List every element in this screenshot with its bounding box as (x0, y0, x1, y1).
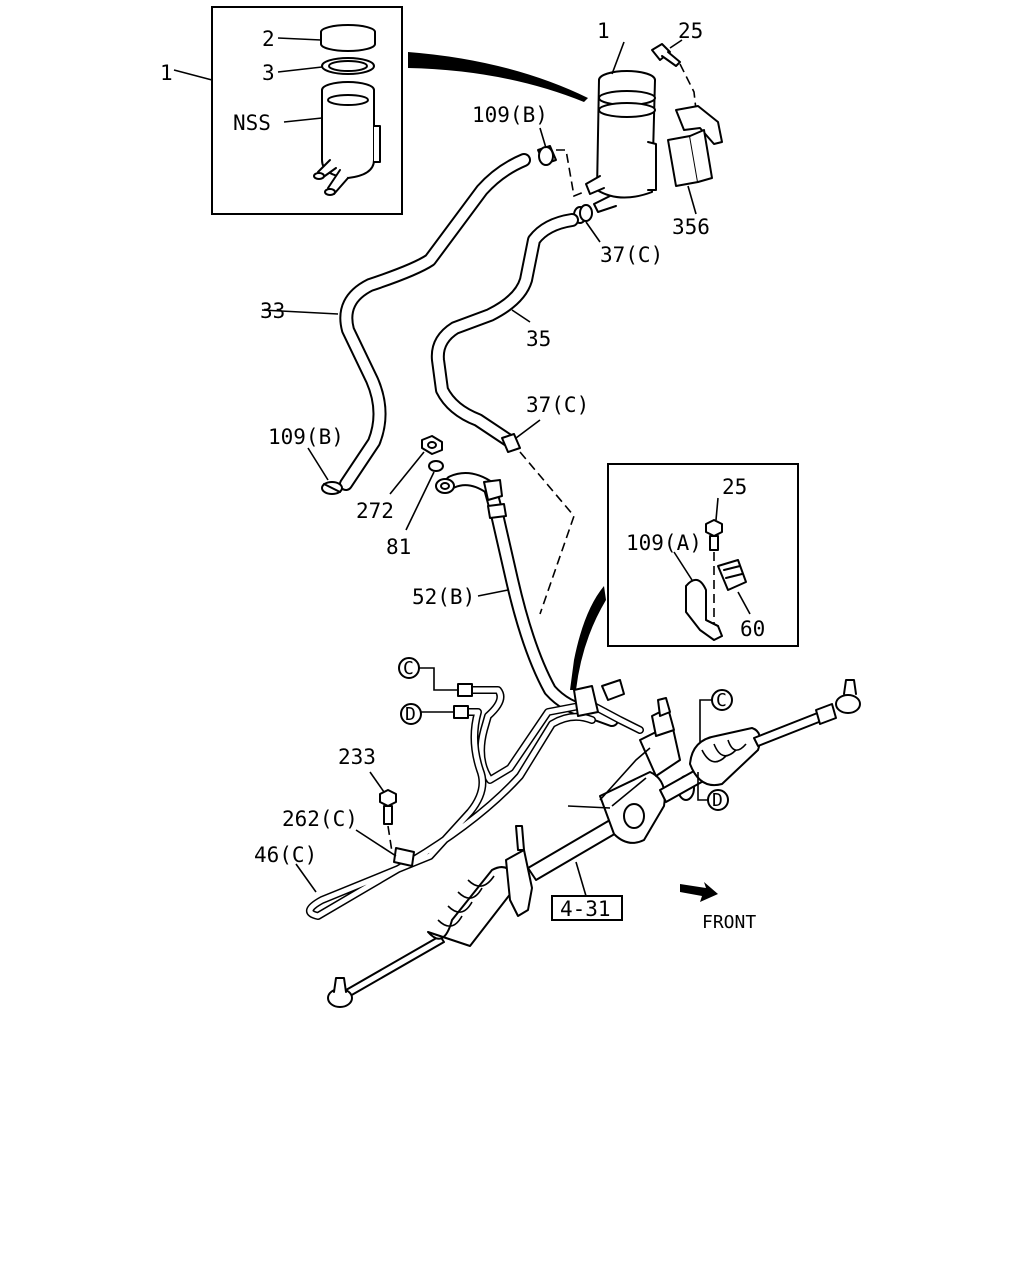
callout-37c-mid: 37(C) (526, 393, 589, 417)
reservoir-inset-box (211, 6, 403, 215)
marker-d-left: D (400, 703, 422, 725)
callout-109b-mid: 109(B) (268, 425, 344, 449)
bracket-356 (667, 105, 723, 187)
callout-233: 233 (338, 745, 376, 769)
hose-35 (430, 213, 579, 447)
callout-nss: NSS (233, 111, 271, 135)
callout-37c-top: 37(C) (600, 243, 663, 267)
callout-81: 81 (386, 535, 411, 559)
ref-4-31: 4-31 (560, 897, 611, 921)
bolt-233 (379, 789, 397, 825)
reservoir-seal-ring (321, 57, 375, 75)
steering-rack (327, 679, 861, 1008)
reservoir-body-nss (313, 81, 381, 196)
clamp-37c-mid (501, 433, 521, 453)
marker-c-left: C (398, 657, 420, 679)
callout-25-top: 25 (678, 19, 703, 43)
callout-25-inset: 25 (722, 475, 747, 499)
callout-35: 35 (526, 327, 551, 351)
callout-33: 33 (260, 299, 285, 323)
front-arrow-icon (680, 882, 718, 902)
callout-262c: 262(C) (282, 807, 358, 831)
bolt-25-top (651, 43, 681, 67)
callout-2: 2 (262, 27, 275, 51)
bolt-25-inset (705, 519, 723, 551)
callout-1-top: 1 (597, 19, 610, 43)
tie-rod-end-left (327, 977, 353, 1008)
washer-81 (428, 460, 444, 472)
ref-box (551, 895, 623, 921)
callout-109a: 109(A) (626, 531, 702, 555)
arrow-to-bracket (570, 586, 606, 690)
callout-3: 3 (262, 61, 275, 85)
callout-356: 356 (672, 215, 710, 239)
reservoir-cap (320, 24, 376, 52)
arrow-to-reservoir (408, 52, 588, 102)
callout-1-left: 1 (160, 61, 173, 85)
clamp-37c-top (573, 204, 593, 224)
callout-272: 272 (356, 499, 394, 523)
marker-c-right: C (711, 689, 733, 711)
callout-109b-top: 109(B) (472, 103, 548, 127)
pressure-lines (306, 679, 644, 920)
bracket-inset-box (607, 463, 799, 647)
tie-rod-end-right (835, 679, 861, 714)
svg-text:D: D (712, 790, 723, 811)
clip-109b-top (537, 145, 557, 166)
bracket-109a (685, 579, 723, 641)
reservoir-assembly (585, 70, 657, 213)
svg-text:D: D (405, 704, 416, 725)
svg-text:C: C (403, 658, 414, 679)
hose-33 (339, 153, 531, 491)
marker-d-right: D (707, 789, 729, 811)
callout-46c: 46(C) (254, 843, 317, 867)
front-label: FRONT (702, 912, 756, 933)
clip-60 (717, 559, 747, 591)
svg-text:C: C (716, 690, 727, 711)
callout-60: 60 (740, 617, 765, 641)
callout-52b: 52(B) (412, 585, 475, 609)
clip-109b-mid (321, 481, 343, 495)
nut-272 (421, 435, 443, 455)
